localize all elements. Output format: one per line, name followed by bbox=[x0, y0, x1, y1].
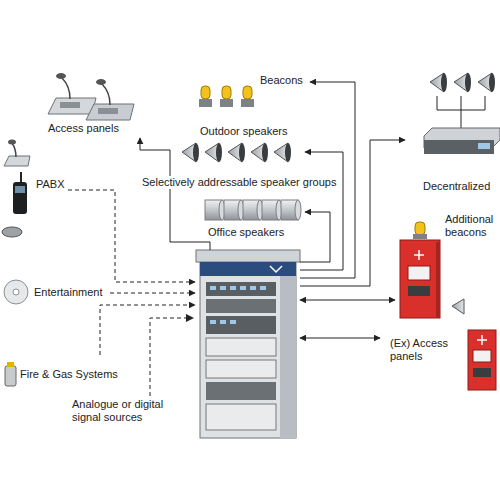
ex-cabinet-panel bbox=[452, 299, 496, 390]
signal-connector bbox=[300, 140, 405, 286]
signal-connector bbox=[300, 212, 330, 262]
signal-connector bbox=[300, 300, 395, 301]
signal-connector bbox=[110, 293, 195, 294]
signal-connector bbox=[300, 152, 343, 270]
component-node: Access panels bbox=[40, 70, 165, 138]
component-label: (Ex) Access panels bbox=[390, 337, 470, 363]
component-label: Access panels bbox=[48, 122, 119, 135]
component-label: Decentralized bbox=[423, 180, 490, 193]
component-node: Outdoor speakers bbox=[178, 125, 305, 165]
component-node bbox=[195, 250, 300, 440]
access-panel-icon bbox=[48, 73, 134, 120]
detector-icon bbox=[5, 362, 16, 386]
component-label: Beacons bbox=[260, 74, 303, 87]
decentral-speaker-icons bbox=[430, 73, 495, 128]
caption-label: Selectively addressable speaker groups bbox=[140, 176, 338, 189]
component-node: Entertainment bbox=[0, 275, 110, 310]
horn-speaker-icons bbox=[182, 143, 291, 162]
signal-connector bbox=[68, 190, 195, 282]
leader-arrowhead bbox=[186, 314, 194, 322]
office-speaker-icons bbox=[205, 200, 301, 220]
component-node: Beacons bbox=[195, 70, 310, 112]
component-node: Fire & Gas Systems bbox=[2, 355, 120, 395]
component-node: Additional beacons bbox=[395, 205, 500, 320]
leader-line bbox=[150, 318, 190, 396]
component-node: Office speakers bbox=[200, 195, 305, 242]
signal-connector bbox=[100, 305, 195, 355]
component-label: Additional beacons bbox=[445, 213, 498, 239]
component-label: Outdoor speakers bbox=[200, 125, 287, 138]
ex-cabinet-beacon bbox=[400, 222, 440, 318]
caption-label: Analogue or digital signal sources bbox=[70, 398, 184, 424]
radio-icon bbox=[13, 172, 27, 214]
component-node: (Ex) Access panels bbox=[380, 325, 498, 395]
component-label: Fire & Gas Systems bbox=[20, 368, 118, 381]
beacon-icons bbox=[199, 86, 254, 107]
rack-cabinet bbox=[196, 250, 300, 438]
signal-connector bbox=[140, 138, 210, 250]
component-node: PABX bbox=[8, 170, 68, 220]
component-label: Office speakers bbox=[208, 226, 284, 239]
component-node: Decentralized bbox=[405, 60, 498, 200]
component-label: PABX bbox=[36, 178, 65, 191]
handset-icon bbox=[2, 227, 22, 237]
desk-mic-icon bbox=[4, 140, 30, 167]
amplifier-unit bbox=[424, 128, 500, 154]
disc-icon bbox=[4, 280, 28, 304]
component-label: Entertainment bbox=[34, 286, 102, 299]
signal-connector bbox=[300, 338, 380, 339]
